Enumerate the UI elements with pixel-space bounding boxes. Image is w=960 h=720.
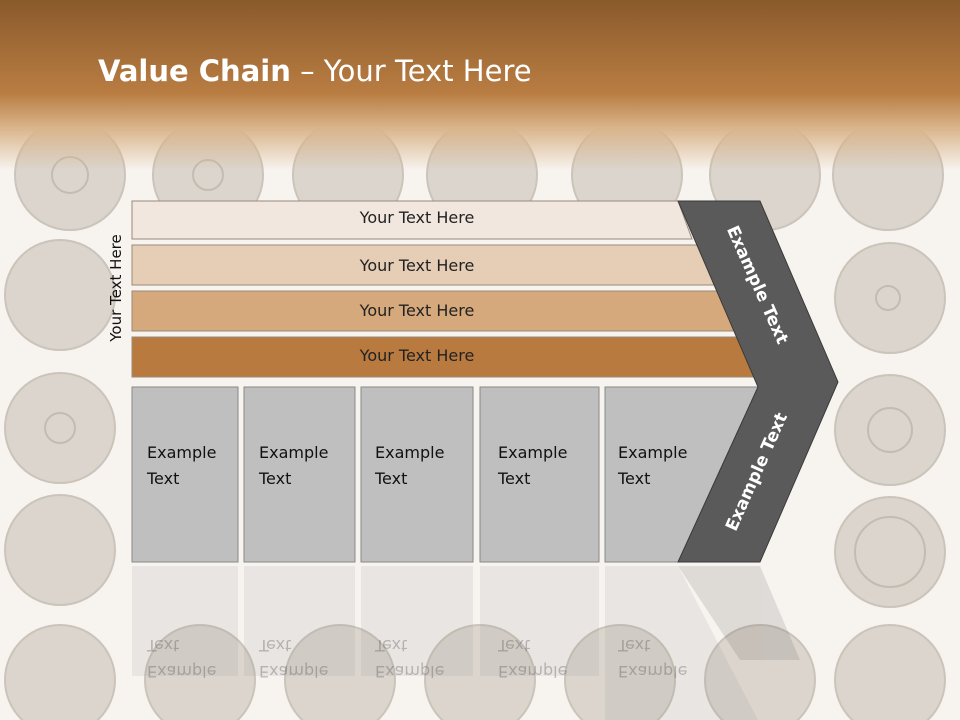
column-5-label: Example Text <box>618 443 688 488</box>
column-2-label: Example Text <box>259 443 329 488</box>
column-3-label: Example Text <box>375 443 445 488</box>
column-2-reflection: Example Text <box>259 636 329 681</box>
bar-2-label: Your Text Here <box>359 256 475 275</box>
bar-1 <box>131 200 693 240</box>
column-3-reflection: Example Text <box>375 636 445 681</box>
column-4 <box>479 386 600 563</box>
column-1 <box>131 386 239 563</box>
header-band <box>0 0 960 170</box>
column-4-label: Example Text <box>498 443 568 488</box>
bar-4-label: Your Text Here <box>359 346 475 365</box>
column-4-reflection: Example Text <box>498 636 568 681</box>
column-1-reflection: Example Text <box>147 636 217 681</box>
column-3 <box>360 386 474 563</box>
column-1-label: Example Text <box>147 443 217 488</box>
vertical-label: Your Text Here <box>107 234 125 342</box>
bar-3-label: Your Text Here <box>359 301 475 320</box>
column-5-reflection: Example Text <box>618 636 688 681</box>
bar-1-label: Your Text Here <box>359 208 475 227</box>
column-2 <box>243 386 356 563</box>
slide-title: Value Chain – Your Text Here <box>98 54 532 88</box>
chevron-arrow <box>677 200 839 563</box>
